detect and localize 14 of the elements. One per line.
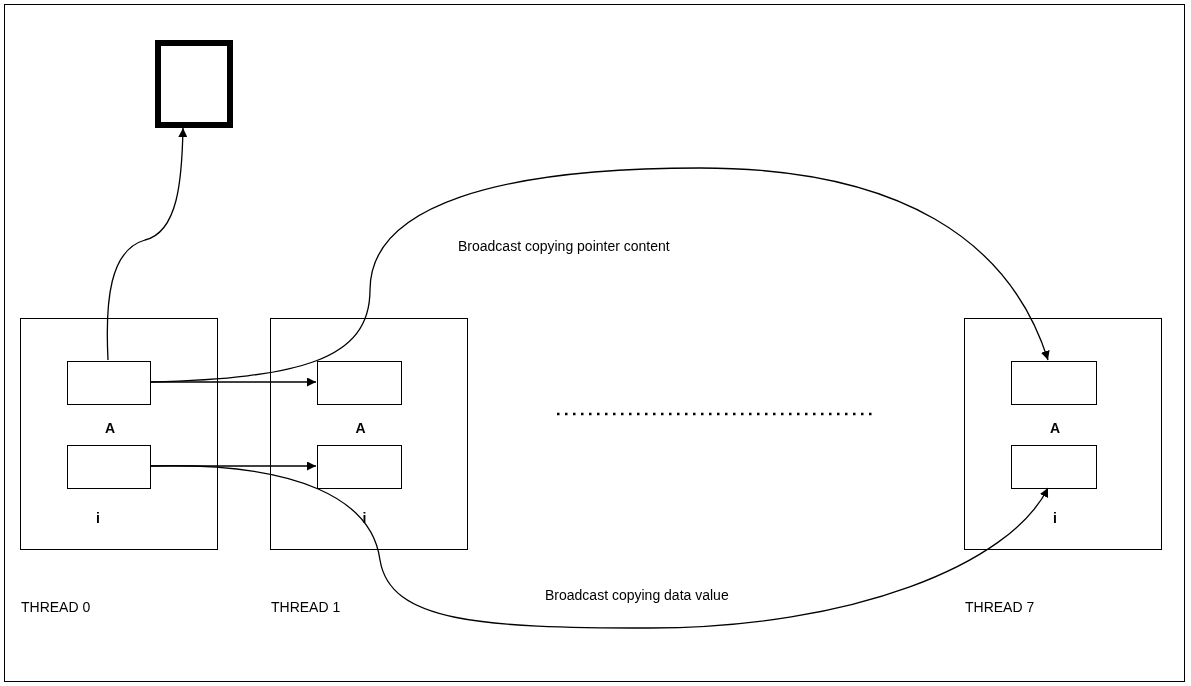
arrow xyxy=(149,465,1049,629)
arrow xyxy=(149,167,1049,383)
thread-label: THREAD 7 xyxy=(965,599,1035,615)
arrow xyxy=(106,127,188,361)
variable-name: A xyxy=(103,420,117,436)
variable-name: i xyxy=(1052,510,1058,526)
variable-name: A xyxy=(354,420,367,436)
variable-name: A xyxy=(1048,420,1062,436)
memory-box xyxy=(155,40,233,128)
edge-label: Broadcast copying pointer content xyxy=(456,238,672,254)
edge-label: Broadcast copying data value xyxy=(543,587,731,603)
thread-label: THREAD 0 xyxy=(21,599,91,615)
variable-name: i xyxy=(95,510,101,526)
thread-label: THREAD 1 xyxy=(271,599,341,615)
